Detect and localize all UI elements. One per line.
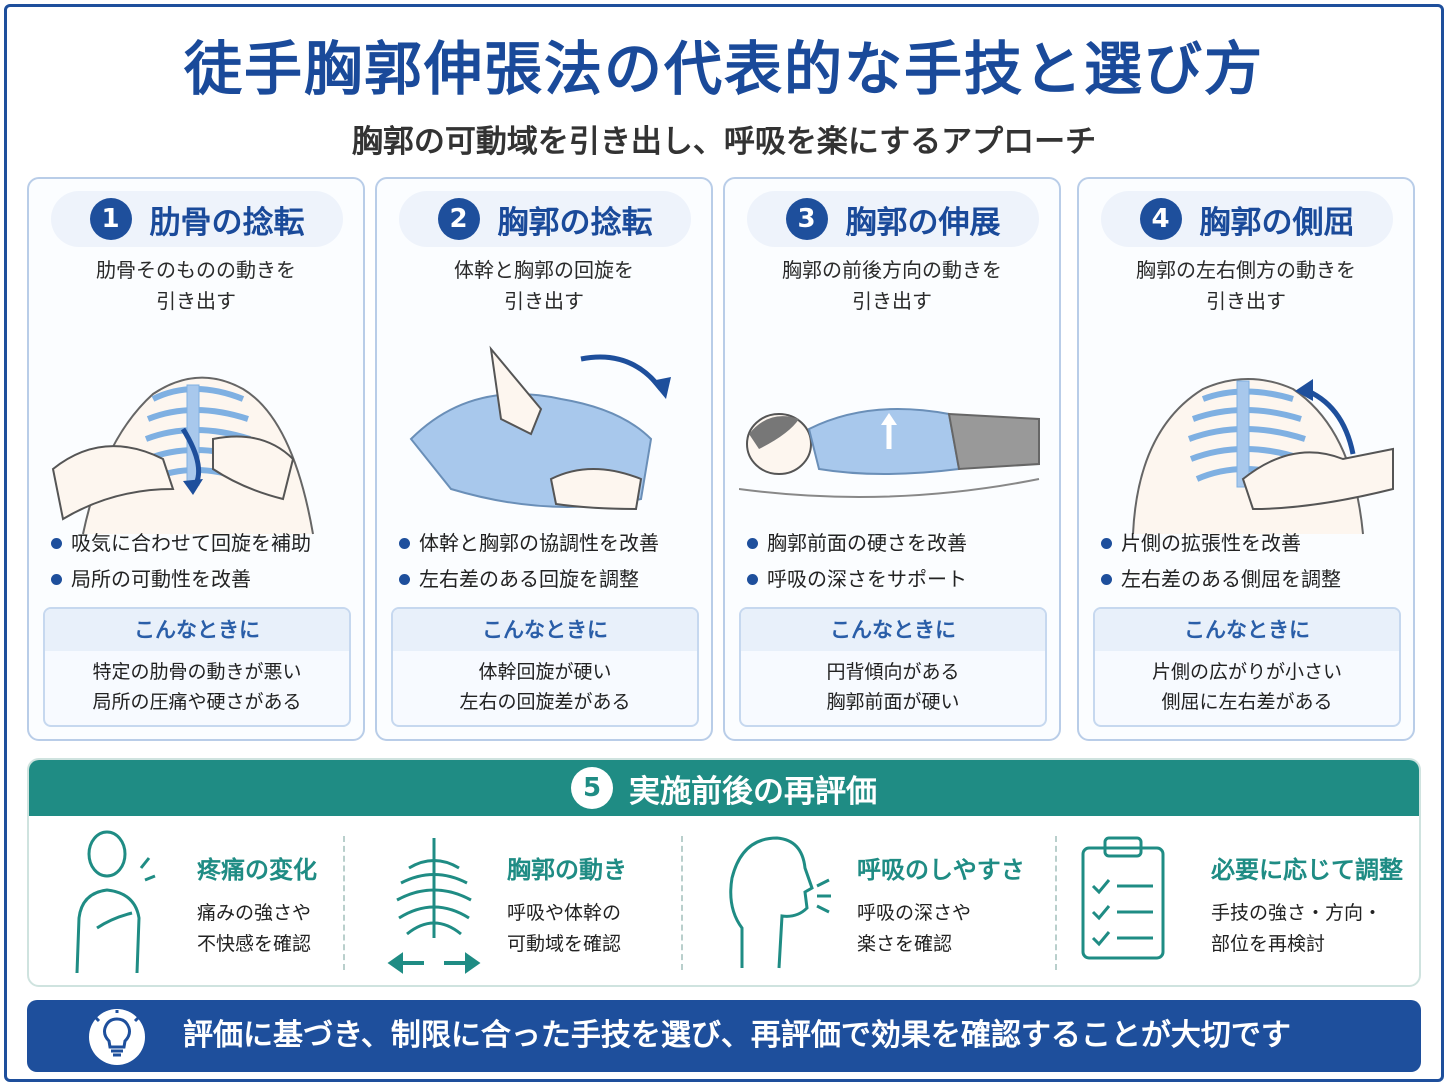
thorax-torsion-illustration: [409, 345, 671, 511]
when-to-use-line: 特定の肋骨の動きが悪い: [92, 661, 302, 683]
divider: [343, 836, 345, 970]
thorax-extension-illustration: [739, 408, 1040, 498]
page-frame: [4, 4, 1444, 1082]
step-number-badge: 1: [89, 198, 132, 240]
when-to-use-box: こんなときに 片側の広がりが小さい 側屈に左右差がある: [1093, 607, 1401, 727]
item-description: 痛みの強さや 不快感を確認: [197, 898, 311, 960]
item-title: 呼吸のしやすさ: [857, 856, 1025, 884]
footer-banner: 評価に基づき、制限に合った手技を選び、再評価で効果を確認することが大切です: [27, 1000, 1421, 1072]
card-header: 3 胸郭の伸展: [747, 191, 1039, 247]
benefit-list: 体幹と胸郭の協調性を改善 左右差のある回旋を調整: [399, 525, 704, 597]
desc-line: 呼吸の深さや: [857, 902, 972, 924]
page-title: 徒手胸郭伸張法の代表的な手技と選び方: [183, 35, 1264, 103]
step-number-badge: 2: [437, 198, 480, 240]
page-subtitle: 胸郭の可動域を引き出し、呼吸を楽にするアプローチ: [351, 124, 1097, 160]
card-header: 1 肋骨の捻転: [51, 191, 343, 247]
benefit-item: 吸気に合わせて回旋を補助: [51, 525, 356, 561]
benefit-item: 左右差のある回旋を調整: [399, 561, 704, 597]
rib-torsion-illustration: [51, 376, 314, 535]
when-to-use-label: こんなときに: [45, 609, 349, 651]
card-description: 肋骨そのものの動きを 引き出す: [29, 255, 363, 317]
technique-card-thorax-torsion: 2 胸郭の捻転 体幹と胸郭の回旋を 引き出す 体幹と胸郭の協調性を改善 左右差の…: [375, 177, 713, 741]
desc-line: 手技の強さ・方向・: [1211, 902, 1383, 924]
reevaluation-item-adjust: 必要に応じて調整 手技の強さ・方向・ 部位を再検討: [1073, 818, 1413, 985]
technique-card-thorax-lateral-flexion: 4 胸郭の側屈 胸郭の左右側方の動きを 引き出す 片側の拡張性を改善 左右差のあ…: [1077, 177, 1415, 741]
card-description: 体幹と胸郭の回旋を 引き出す: [377, 255, 711, 317]
ribcage-icon: [387, 838, 481, 974]
card-header: 2 胸郭の捻転: [399, 191, 691, 247]
person-pain-icon: [75, 830, 156, 974]
clipboard-icon: [1081, 836, 1165, 960]
desc-line: 不快感を確認: [197, 933, 312, 955]
benefit-item: 局所の可動性を改善: [51, 561, 356, 597]
benefit-list: 吸気に合わせて回旋を補助 局所の可動性を改善: [51, 525, 356, 597]
when-to-use-line: 胸郭前面が硬い: [826, 691, 960, 713]
when-to-use-line: 円背傾向がある: [826, 661, 960, 683]
item-description: 呼吸の深さや 楽さを確認: [857, 898, 971, 960]
item-description: 手技の強さ・方向・ 部位を再検討: [1211, 898, 1382, 960]
card-title: 胸郭の捻転: [497, 204, 653, 241]
when-to-use-box: こんなときに 円背傾向がある 胸郭前面が硬い: [739, 607, 1047, 727]
divider: [1055, 836, 1057, 970]
when-to-use-label: こんなときに: [393, 609, 697, 651]
desc-line: 胸郭の左右側方の動きを: [1136, 258, 1356, 282]
item-title: 必要に応じて調整: [1211, 856, 1403, 884]
reevaluation-item-breathing: 呼吸のしやすさ 呼吸の深さや 楽さを確認: [717, 818, 1037, 985]
desc-line: 肋骨そのものの動きを: [96, 258, 296, 282]
when-to-use-line: 左右の回旋差がある: [459, 691, 631, 713]
lightbulb-icon: [89, 1009, 145, 1065]
benefit-item: 体幹と胸郭の協調性を改善: [399, 525, 704, 561]
item-description: 呼吸や体幹の 可動域を確認: [507, 898, 621, 960]
benefit-item: 呼吸の深さをサポート: [747, 561, 1052, 597]
step-number-badge: 4: [1139, 198, 1182, 240]
reevaluation-header: 5 実施前後の再評価: [29, 760, 1419, 816]
desc-line: 胸郭の前後方向の動きを: [782, 258, 1002, 282]
when-to-use-line: 片側の広がりが小さい: [1151, 661, 1342, 683]
step-number-badge: 3: [785, 198, 828, 240]
divider: [681, 836, 683, 970]
when-to-use-line: 体幹回旋が硬い: [478, 661, 612, 683]
benefit-list: 胸郭前面の硬さを改善 呼吸の深さをサポート: [747, 525, 1052, 597]
desc-line: 痛みの強さや: [197, 902, 312, 924]
card-description: 胸郭の左右側方の動きを 引き出す: [1079, 255, 1413, 317]
when-to-use-line: 側屈に左右差がある: [1161, 691, 1333, 713]
reevaluation-item-pain: 疼痛の変化 痛みの強さや 不快感を確認: [57, 818, 357, 985]
desc-line: 引き出す: [504, 289, 584, 313]
reevaluation-title: 実施前後の再評価: [629, 773, 877, 810]
benefit-list: 片側の拡張性を改善 左右差のある側屈を調整: [1101, 525, 1406, 597]
when-to-use-box: こんなときに 特定の肋骨の動きが悪い 局所の圧痛や硬さがある: [43, 607, 351, 727]
when-to-use-label: こんなときに: [741, 609, 1045, 651]
when-to-use-line: 局所の圧痛や硬さがある: [92, 691, 302, 713]
item-title: 疼痛の変化: [197, 856, 317, 884]
reevaluation-section: 5 実施前後の再評価 疼痛の変化 痛みの強さや 不快感を確認: [27, 758, 1421, 987]
desc-line: 体幹と胸郭の回旋を: [454, 258, 634, 282]
card-title: 胸郭の伸展: [845, 204, 1001, 241]
technique-card-rib-torsion: 1 肋骨の捻転 肋骨そのものの動きを 引き出す 吸気に合わせて回旋を補助 局所の…: [27, 177, 365, 741]
desc-line: 可動域を確認: [507, 933, 622, 955]
thorax-lateral-flexion-illustration: [1132, 378, 1394, 535]
benefit-item: 胸郭前面の硬さを改善: [747, 525, 1052, 561]
benefit-item: 片側の拡張性を改善: [1101, 525, 1406, 561]
footer-message: 評価に基づき、制限に合った手技を選び、再評価で効果を確認することが大切です: [183, 1018, 1291, 1053]
card-description: 胸郭の前後方向の動きを 引き出す: [725, 255, 1059, 317]
reevaluation-item-thorax-motion: 胸郭の動き 呼吸や体幹の 可動域を確認: [379, 818, 689, 985]
item-title: 胸郭の動き: [507, 856, 627, 884]
desc-line: 部位を再検討: [1211, 933, 1326, 955]
card-title: 肋骨の捻転: [149, 204, 305, 241]
desc-line: 引き出す: [852, 289, 932, 313]
desc-line: 引き出す: [156, 289, 236, 313]
step-number-badge: 5: [571, 767, 613, 809]
when-to-use-label: こんなときに: [1095, 609, 1399, 651]
desc-line: 引き出す: [1206, 289, 1286, 313]
desc-line: 楽さを確認: [857, 933, 953, 955]
card-title: 胸郭の側屈: [1199, 204, 1355, 241]
benefit-item: 左右差のある側屈を調整: [1101, 561, 1406, 597]
desc-line: 呼吸や体幹の: [507, 902, 622, 924]
card-header: 4 胸郭の側屈: [1101, 191, 1393, 247]
when-to-use-box: こんなときに 体幹回旋が硬い 左右の回旋差がある: [391, 607, 699, 727]
technique-card-thorax-extension: 3 胸郭の伸展 胸郭の前後方向の動きを 引き出す 胸郭前面の硬さを改善 呼吸の深…: [723, 177, 1061, 741]
breathing-head-icon: [729, 836, 831, 969]
